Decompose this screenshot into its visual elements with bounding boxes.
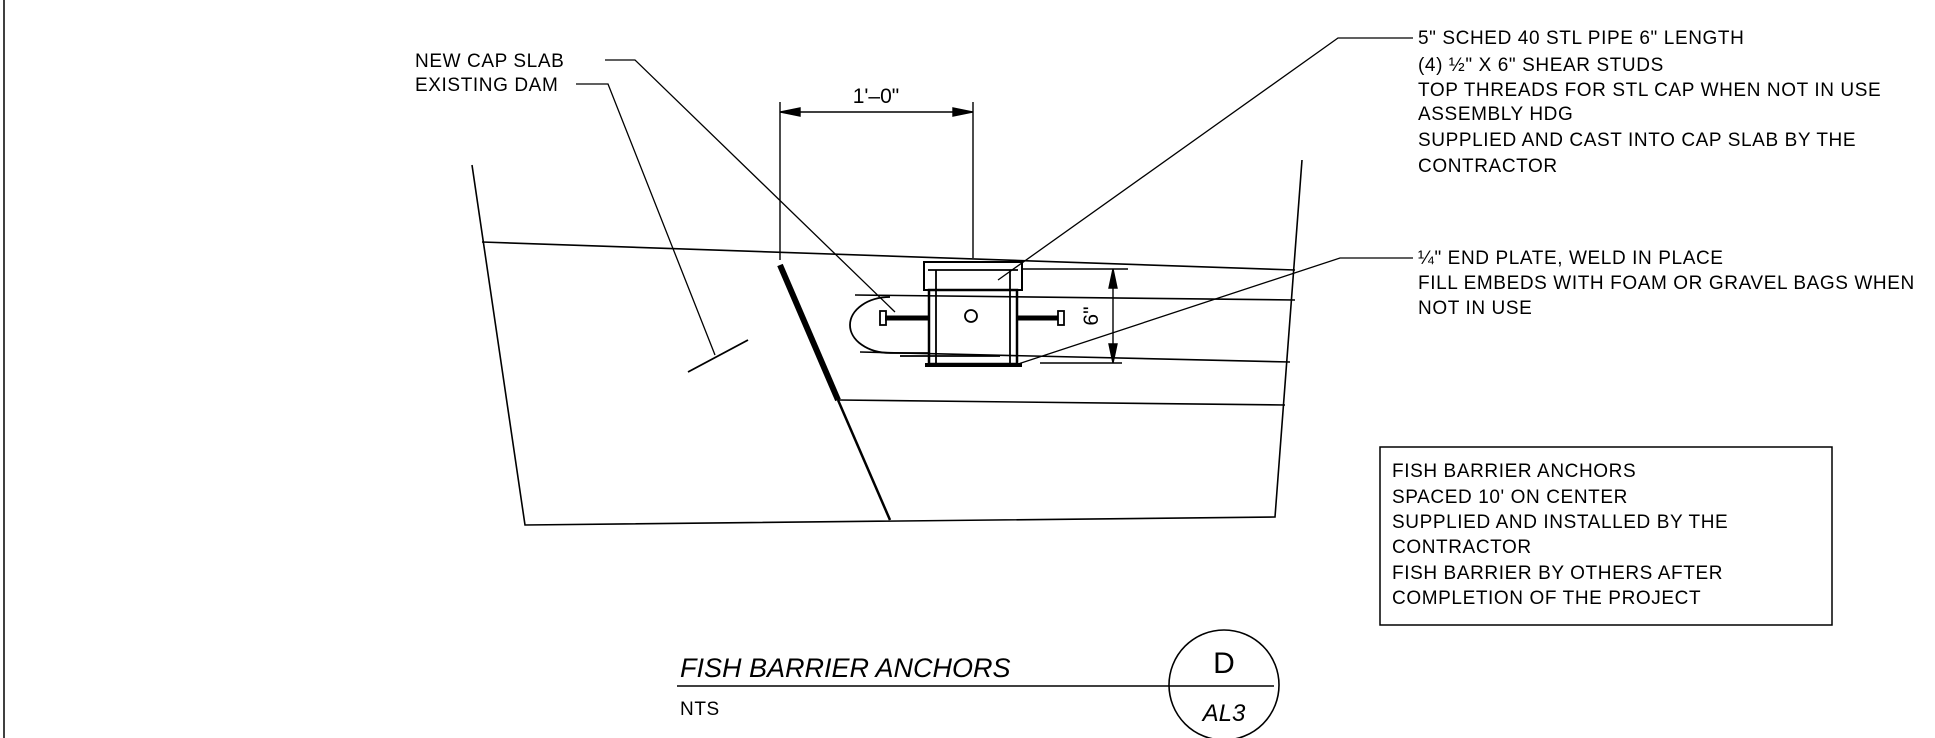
note-line: COMPLETION OF THE PROJECT — [1392, 588, 1701, 609]
steel-cap — [923, 261, 1023, 291]
steel-pipe — [927, 288, 1019, 366]
pipe-hole — [964, 309, 978, 323]
note-text: FISH BARRIER ANCHORS SPACED 10' ON CENTE… — [1392, 461, 1728, 609]
dim-arrow-left — [779, 107, 801, 117]
embed-top — [854, 294, 1296, 301]
callout-pipe: 5" SCHED 40 STL PIPE 6" LENGTH (4) ½" X … — [1418, 28, 1881, 177]
dam-outline — [471, 159, 1303, 526]
callout-pipe-line: SUPPLIED AND CAST INTO CAP SLAB BY THE — [1418, 130, 1856, 151]
sheet-id: AL3 — [1201, 700, 1246, 727]
label-existing-dam: EXISTING DAM — [415, 75, 558, 96]
callout-plate: ¼" END PLATE, WELD IN PLACE FILL EMBEDS … — [1418, 248, 1915, 319]
dim-arrow-right — [952, 107, 974, 117]
callout-pipe-line: ASSEMBLY HDG — [1418, 104, 1573, 125]
leader-pipe — [997, 37, 1413, 281]
callout-pipe-line: CONTRACTOR — [1418, 156, 1558, 177]
detail-scale: NTS — [680, 699, 720, 720]
note-line: CONTRACTOR — [1392, 537, 1532, 558]
callout-pipe-line: (4) ½" X 6" SHEAR STUDS — [1418, 55, 1664, 76]
label-new-cap-slab: NEW CAP SLAB — [415, 51, 564, 72]
detail-bubble — [1168, 629, 1280, 738]
note-line: FISH BARRIER BY OTHERS AFTER — [1392, 563, 1723, 584]
detail-id: D — [1213, 647, 1235, 680]
dim-arrow-bottom — [1108, 343, 1118, 364]
note-line: SUPPLIED AND INSTALLED BY THE — [1392, 512, 1728, 533]
joint-lower — [836, 399, 892, 521]
leader-plate — [1014, 257, 1413, 366]
leader-cap-slab — [605, 59, 896, 313]
dim-width-text: 1'–0" — [853, 85, 900, 108]
detail-title: FISH BARRIER ANCHORS — [680, 653, 1011, 683]
dam-section — [471, 159, 1303, 526]
break-mark — [687, 339, 749, 373]
cap-slab-top — [481, 241, 1296, 271]
dim-height-text: 6" — [1080, 306, 1103, 325]
stud-head-right — [1057, 310, 1065, 326]
stud-head-left — [879, 310, 887, 326]
joint-thick — [777, 263, 841, 402]
callout-plate-line: FILL EMBEDS WITH FOAM OR GRAVEL BAGS WHE… — [1418, 273, 1915, 294]
callout-pipe-line: TOP THREADS FOR STL CAP WHEN NOT IN USE — [1418, 80, 1881, 101]
callout-plate-line: NOT IN USE — [1418, 298, 1532, 319]
pipe-anchor — [849, 261, 1065, 367]
embed-bottom — [859, 351, 1291, 363]
embed-pocket — [849, 296, 928, 354]
dim-arrow-top — [1108, 268, 1118, 289]
leaders — [576, 37, 1413, 366]
note-line: SPACED 10' ON CENTER — [1392, 487, 1628, 508]
note-box — [1379, 446, 1833, 626]
note-line: FISH BARRIER ANCHORS — [1392, 461, 1636, 482]
cap-slab-bottom — [837, 399, 1286, 406]
callout-pipe-line: 5" SCHED 40 STL PIPE 6" LENGTH — [1418, 28, 1744, 49]
dimensions — [779, 102, 1128, 364]
callout-plate-line: ¼" END PLATE, WELD IN PLACE — [1418, 248, 1724, 269]
leader-existing-dam — [576, 83, 716, 356]
